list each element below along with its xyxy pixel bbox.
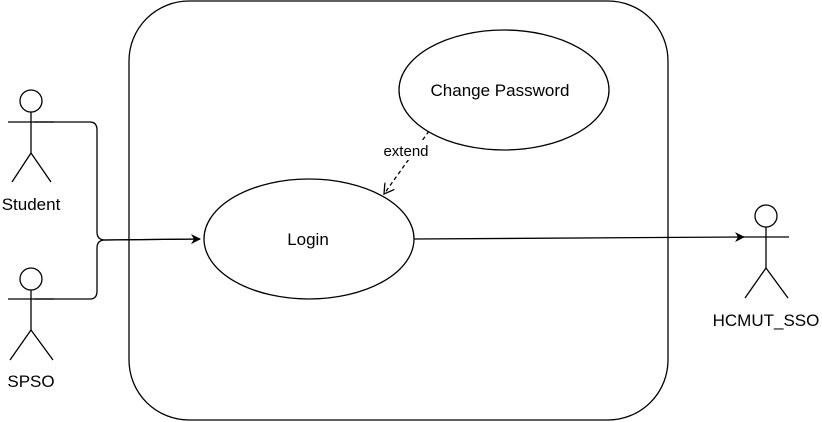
actor-student[interactable]: Student	[2, 89, 61, 214]
stick-figure-icon	[8, 267, 54, 361]
use-case-change-password[interactable]: Change Password	[398, 29, 610, 151]
stick-figure-icon	[743, 204, 789, 299]
use-case-ellipse	[203, 178, 415, 300]
extend-label: extend	[383, 143, 428, 160]
association-student-login	[34, 121, 201, 245]
actor-label: HCMUT_SSO	[713, 311, 820, 330]
use-case-label: Login	[287, 230, 329, 249]
extend-relationship-line	[384, 130, 430, 194]
association-login-hcmut-sso	[412, 232, 745, 243]
use-case-ellipse	[398, 29, 610, 151]
system-boundary	[128, 0, 669, 421]
actor-label: Student	[2, 195, 61, 214]
association-spso-login	[34, 238, 201, 300]
use-case-login[interactable]: Login	[203, 178, 415, 300]
use-case-label: Change Password	[431, 81, 570, 100]
actor-label: SPSO	[7, 372, 54, 391]
stick-figure-icon	[8, 89, 54, 183]
actor-spso[interactable]: SPSO	[7, 267, 55, 391]
extend-label-background	[378, 140, 434, 160]
actor-hcmut-sso[interactable]: HCMUT_SSO	[713, 204, 820, 330]
